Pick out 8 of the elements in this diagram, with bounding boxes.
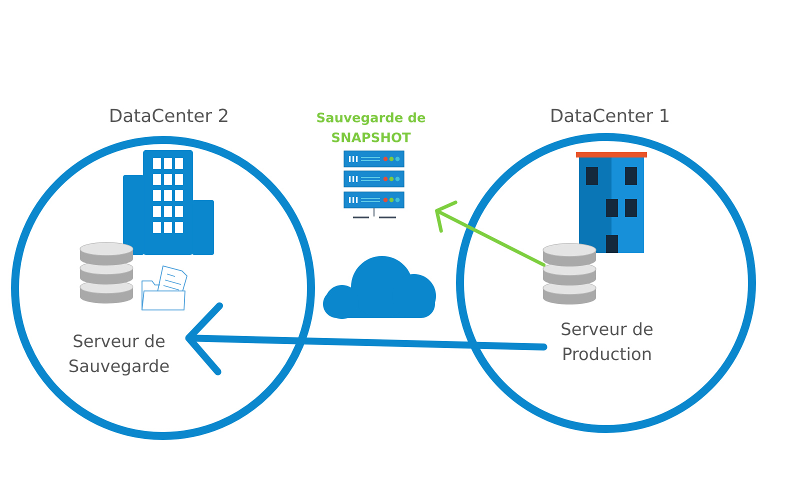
arrow — [185, 302, 548, 376]
cloud — [323, 256, 436, 319]
server-label: Serveur de Production — [562, 322, 652, 360]
group-heading: DataCenter 1 — [552, 108, 668, 122]
arrow — [435, 200, 546, 267]
server-label: Serveur de Sauvegarde — [69, 334, 169, 376]
group-heading: DataCenter 2 — [110, 108, 228, 122]
heading-label: Sauvegarde de SNAPSHOT — [317, 112, 426, 142]
